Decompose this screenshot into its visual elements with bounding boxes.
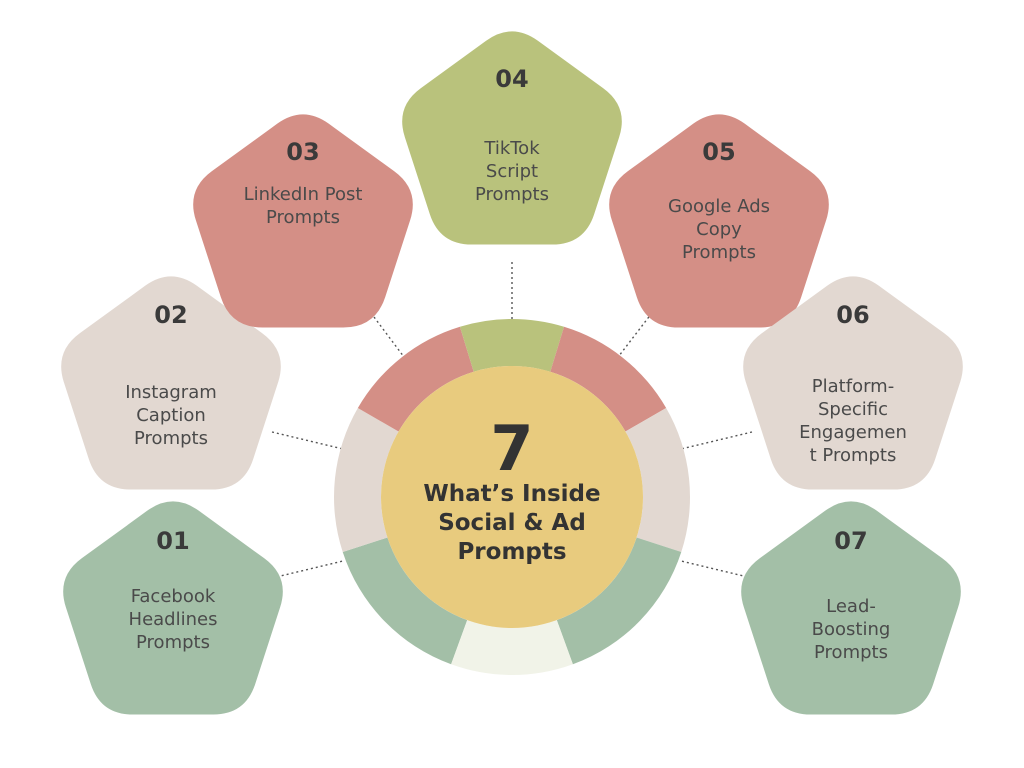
card-label-07-line-1: Lead- — [826, 596, 876, 617]
card-label-07-line-2: Boosting — [812, 619, 891, 640]
card-pentagon-04 — [402, 31, 622, 245]
ring-segment-green-left — [342, 537, 468, 665]
hub-ring — [333, 318, 691, 675]
card-pentagon-01 — [63, 501, 283, 715]
card-pentagon-02 — [61, 276, 281, 490]
hub-circle-group: 7 What’s Inside Social & Ad Prompts — [381, 366, 643, 628]
card-label-04-line-1: TikTok — [483, 138, 540, 159]
connector-line-07 — [680, 560, 753, 579]
card-label-05-line-2: Copy — [696, 219, 742, 240]
hub-circle — [381, 366, 643, 628]
card-label-05-line-3: Prompts — [682, 242, 756, 263]
hub-title-line-1: What’s Inside — [423, 481, 600, 507]
hub-number: 7 — [490, 412, 533, 485]
card-number-01: 01 — [156, 527, 189, 555]
hub-title-line-3: Prompts — [457, 539, 566, 565]
ring-segment-pale-bottom — [451, 620, 573, 675]
connector-line-06 — [680, 431, 753, 450]
card-number-06: 06 — [836, 301, 869, 329]
card-label-01-line-2: Headlines — [129, 609, 218, 630]
hub-title-line-2: Social & Ad — [438, 510, 586, 536]
card-number-05: 05 — [702, 138, 735, 166]
card-label-02-line-2: Caption — [136, 405, 206, 426]
ring-segment-olive-top — [459, 318, 565, 372]
card-label-06-line-3: Engagemen — [799, 422, 907, 443]
ring-segment-beige-right — [625, 408, 691, 553]
connector-line-01 — [271, 560, 344, 579]
card-pentagon-03 — [193, 114, 413, 328]
card-pentagon-06 — [743, 276, 963, 490]
card-number-04: 04 — [495, 65, 528, 93]
card-label-02-line-1: Instagram — [125, 382, 217, 403]
ring-segment-green-right — [556, 537, 682, 665]
connector-line-02 — [271, 431, 344, 450]
card-label-07-line-3: Prompts — [814, 642, 888, 663]
card-label-05-line-1: Google Ads — [668, 196, 770, 217]
card-label-03-line-1: LinkedIn Post — [244, 184, 363, 205]
ring-segment-red-right — [550, 326, 667, 432]
card-label-01-line-1: Facebook — [131, 586, 216, 607]
card-label-06-line-2: Specific — [818, 399, 888, 420]
card-label-04-line-2: Script — [486, 161, 538, 182]
connector-lines — [271, 262, 753, 579]
card-label-02-line-3: Prompts — [134, 428, 208, 449]
card-number-03: 03 — [286, 138, 319, 166]
card-label-03-line-2: Prompts — [266, 207, 340, 228]
card-label-06-line-1: Platform- — [812, 376, 894, 397]
card-pentagon-07 — [741, 501, 961, 715]
card-number-07: 07 — [834, 527, 867, 555]
ring-segment-beige-left — [333, 408, 399, 553]
card-label-06-line-4: t Prompts — [810, 445, 897, 466]
ring-segment-red-left — [357, 326, 474, 432]
card-number-02: 02 — [154, 301, 187, 329]
card-pentagon-05 — [609, 114, 829, 328]
card-label-01-line-3: Prompts — [136, 632, 210, 653]
prompt-cards: 01FacebookHeadlinesPrompts02InstagramCap… — [61, 31, 963, 715]
card-label-04-line-3: Prompts — [475, 184, 549, 205]
